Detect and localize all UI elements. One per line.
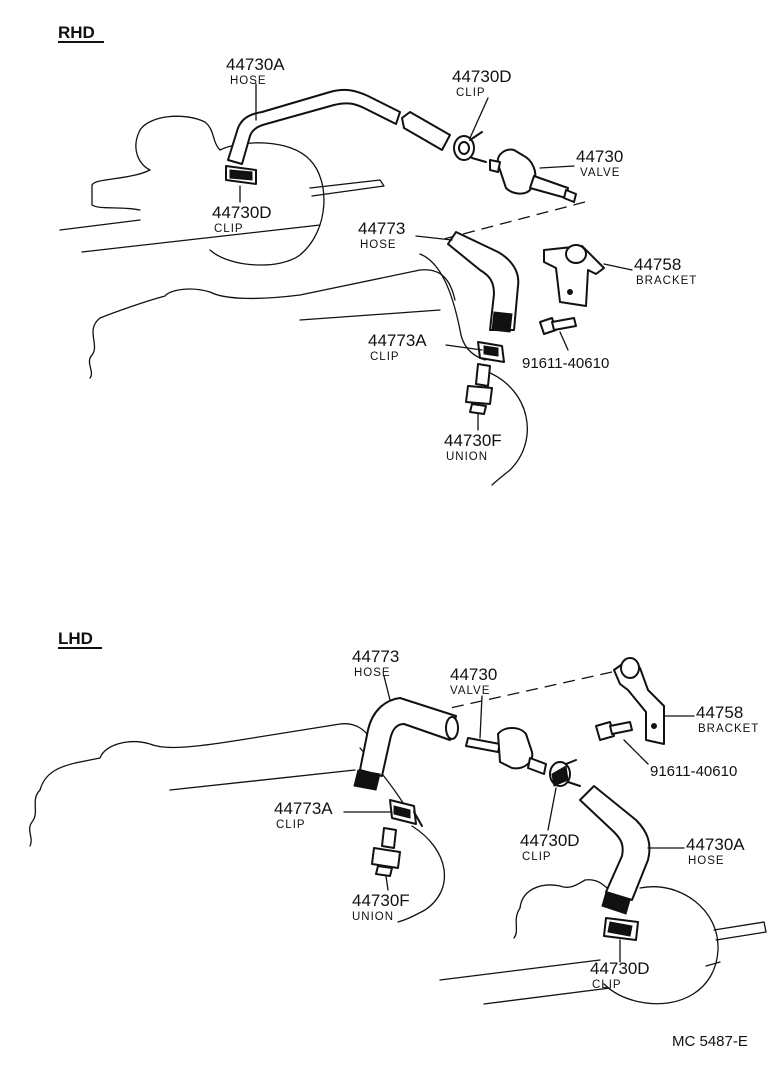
rhd-bracket-44758-name: BRACKET bbox=[636, 275, 697, 287]
rhd-section: RHD bbox=[58, 23, 697, 486]
lhd-bolt-91611-number: 91611-40610 bbox=[650, 763, 737, 780]
rhd-leader-lines bbox=[239, 83, 633, 431]
lhd-clip-44730d-bottom-shape bbox=[603, 917, 639, 941]
lhd-dashed-guide bbox=[449, 671, 613, 709]
rhd-bolt-91611-shape bbox=[539, 317, 577, 335]
lhd-bracket-44758-number: 44758 bbox=[696, 703, 743, 722]
lhd-valve-44730-number: 44730 bbox=[450, 665, 497, 684]
rhd-hose-44773-name: HOSE bbox=[360, 239, 397, 251]
lhd-clip-44730d-mid-shape bbox=[549, 759, 581, 787]
rhd-bracket-44758-shape bbox=[543, 244, 605, 307]
lhd-section-title: LHD bbox=[58, 629, 93, 648]
lhd-union-44730f-number: 44730F bbox=[352, 891, 410, 910]
rhd-clip-44730d-top-shape bbox=[453, 131, 487, 163]
rhd-hose-44730a-shape bbox=[227, 88, 451, 165]
rhd-hose-44730a-number: 44730A bbox=[226, 55, 285, 74]
rhd-valve-44730-name: VALVE bbox=[580, 167, 620, 179]
rhd-valve-44730-shape bbox=[489, 148, 577, 203]
figure-code: MC 5487-E bbox=[672, 1033, 748, 1050]
lhd-section: LHD bbox=[29, 629, 767, 1005]
rhd-clip-44730d-top-name: CLIP bbox=[456, 87, 486, 99]
rhd-engine-outline bbox=[59, 115, 528, 486]
rhd-clip-44773a-name: CLIP bbox=[370, 351, 400, 363]
lhd-clip-44773a-number: 44773A bbox=[274, 799, 333, 818]
rhd-bolt-91611-number: 91611-40610 bbox=[522, 355, 609, 372]
rhd-section-title: RHD bbox=[58, 23, 95, 42]
lhd-hose-44730a-shape bbox=[579, 785, 651, 915]
lhd-hose-44773-shape bbox=[353, 697, 459, 791]
lhd-clip-44730d-mid-number: 44730D bbox=[520, 831, 580, 850]
rhd-clip-44730d-left-number: 44730D bbox=[212, 203, 272, 222]
rhd-hose-44773-number: 44773 bbox=[358, 219, 405, 238]
lhd-hose-44730a-name: HOSE bbox=[688, 855, 725, 867]
rhd-clip-44730d-left-name: CLIP bbox=[214, 223, 244, 235]
rhd-valve-44730-number: 44730 bbox=[576, 147, 623, 166]
rhd-union-44730f-name: UNION bbox=[446, 451, 488, 463]
lhd-hose-44730a-number: 44730A bbox=[686, 835, 745, 854]
lhd-clip-44730d-mid-name: CLIP bbox=[522, 851, 552, 863]
lhd-valve-44730-shape bbox=[465, 727, 547, 775]
rhd-clip-44773a-number: 44773A bbox=[368, 331, 427, 350]
lhd-clip-44730d-bottom-name: CLIP bbox=[592, 979, 622, 991]
rhd-clip-44730d-left-shape bbox=[225, 165, 257, 185]
rhd-clip-44730d-top-number: 44730D bbox=[452, 67, 512, 86]
lhd-bracket-44758-shape bbox=[613, 657, 665, 745]
rhd-hose-44730a-name: HOSE bbox=[230, 75, 267, 87]
rhd-hose-44773-shape bbox=[447, 231, 520, 333]
rhd-dashed-guide bbox=[439, 201, 586, 241]
lhd-clip-44773a-name: CLIP bbox=[276, 819, 306, 831]
lhd-bracket-44758-name: BRACKET bbox=[698, 723, 759, 735]
lhd-clip-44730d-bottom-number: 44730D bbox=[590, 959, 650, 978]
rhd-clip-44773a-shape bbox=[477, 341, 505, 363]
lhd-hose-44773-name: HOSE bbox=[354, 667, 391, 679]
lhd-valve-44730-name: VALVE bbox=[450, 685, 490, 697]
lhd-clip-44773a-shape bbox=[389, 799, 423, 827]
lhd-hose-44773-number: 44773 bbox=[352, 647, 399, 666]
rhd-union-44730f-shape bbox=[465, 363, 493, 415]
lhd-leader-lines bbox=[343, 675, 695, 963]
rhd-bracket-44758-number: 44758 bbox=[634, 255, 681, 274]
lhd-union-44730f-name: UNION bbox=[352, 911, 394, 923]
rhd-union-44730f-number: 44730F bbox=[444, 431, 502, 450]
lhd-union-44730f-shape bbox=[371, 827, 401, 877]
lhd-bolt-91611-shape bbox=[595, 721, 633, 741]
